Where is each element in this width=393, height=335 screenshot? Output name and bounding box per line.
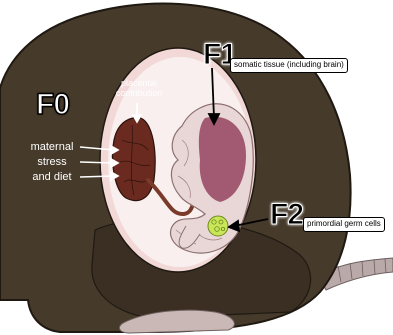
maternal-stress-diet-label: maternal stress and diet [22,140,82,185]
placenta [113,117,156,200]
f1-description: somatic tissue (including brain) [230,58,348,73]
maternal-line1: maternal [22,140,82,155]
placental-contribution-label: placental contribution [104,78,174,99]
placental-line2: contribution [104,88,174,98]
f2-label: F2 [270,200,303,230]
maternal-line3: and diet [22,170,82,185]
maternal-line2: stress [22,155,82,170]
primordial-germ-cells [208,216,228,236]
f2-description: primordial germ cells [303,217,385,232]
placental-line1: placental [104,78,174,88]
f0-label: F0 [36,90,69,120]
